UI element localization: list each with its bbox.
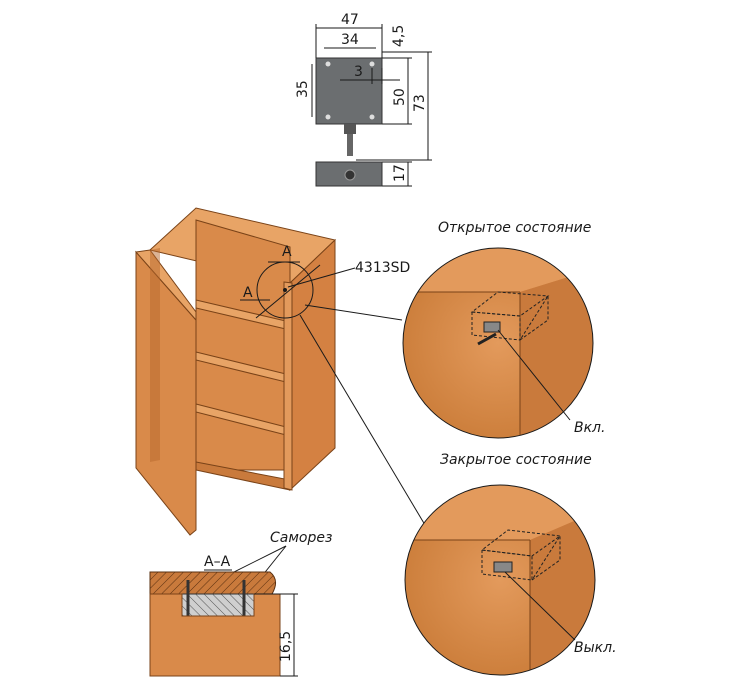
dim-17: 17 bbox=[392, 164, 408, 182]
open-state-zoom: Открытое состояние Вкл. bbox=[402, 220, 605, 439]
closed-state-zoom: Закрытое состояние Выкл. bbox=[404, 452, 617, 676]
dim-16-5: 16,5 bbox=[278, 631, 294, 662]
dim-47: 47 bbox=[341, 12, 359, 28]
device-plunger-base bbox=[344, 124, 356, 134]
section-a-top-label: A bbox=[282, 244, 292, 260]
open-state-title: Открытое состояние bbox=[438, 220, 591, 236]
mount-hole bbox=[325, 61, 331, 67]
dim-73: 73 bbox=[412, 94, 428, 112]
dim-34: 34 bbox=[341, 32, 359, 48]
device-top-view: 47 34 4,5 3 35 50 73 17 bbox=[295, 12, 432, 187]
switch-off-label: Выкл. bbox=[574, 640, 617, 656]
section-line bbox=[255, 264, 321, 319]
switch-on-label: Вкл. bbox=[574, 420, 605, 436]
device-body bbox=[315, 57, 383, 125]
dim-50: 50 bbox=[392, 88, 408, 106]
cabinet: A A 4313SD bbox=[135, 207, 429, 536]
leader-open bbox=[304, 304, 403, 321]
cabinet-left-back bbox=[150, 248, 160, 462]
device-plunger bbox=[347, 134, 353, 156]
dim-4-5: 4,5 bbox=[391, 25, 407, 47]
cabinet-door-open bbox=[135, 250, 197, 536]
section-a-a: Саморез A–A 16,5 bbox=[149, 530, 332, 677]
strike-plate-hole bbox=[344, 169, 356, 181]
mount-hole bbox=[369, 114, 375, 120]
model-label: 4313SD bbox=[355, 260, 410, 276]
section-top-board bbox=[149, 571, 276, 595]
section-view-label: A–A bbox=[204, 554, 231, 570]
cabinet-front-edge bbox=[283, 281, 293, 491]
mount-hole bbox=[369, 61, 375, 67]
closed-state-title: Закрытое состояние bbox=[440, 452, 592, 468]
dim-3: 3 bbox=[354, 64, 363, 80]
cabinet-right-side bbox=[289, 238, 336, 492]
dim-35: 35 bbox=[295, 80, 311, 98]
mount-hole bbox=[325, 114, 331, 120]
leader-closed bbox=[299, 314, 429, 531]
section-a-left-label: A bbox=[243, 285, 253, 301]
screw-label: Саморез bbox=[270, 530, 332, 546]
